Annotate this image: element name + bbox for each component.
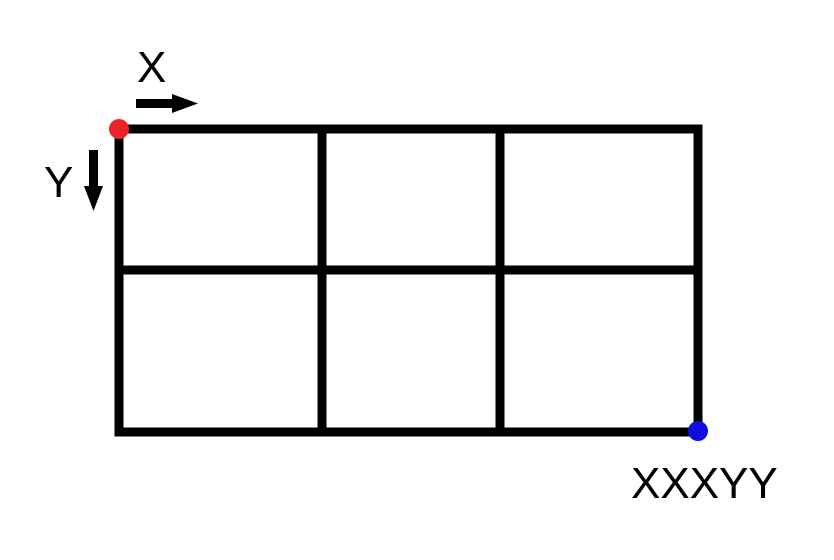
grid: [114, 124, 703, 437]
y-axis-label: Y: [44, 158, 73, 207]
grid-border: [114, 124, 703, 437]
x-axis-label: X: [137, 43, 166, 92]
corner-label: XXXYY: [631, 459, 778, 508]
arrow-down-icon: [84, 150, 103, 211]
end-dot: [688, 421, 708, 441]
arrow-right-icon: [136, 94, 198, 113]
origin-dot: [109, 119, 129, 139]
